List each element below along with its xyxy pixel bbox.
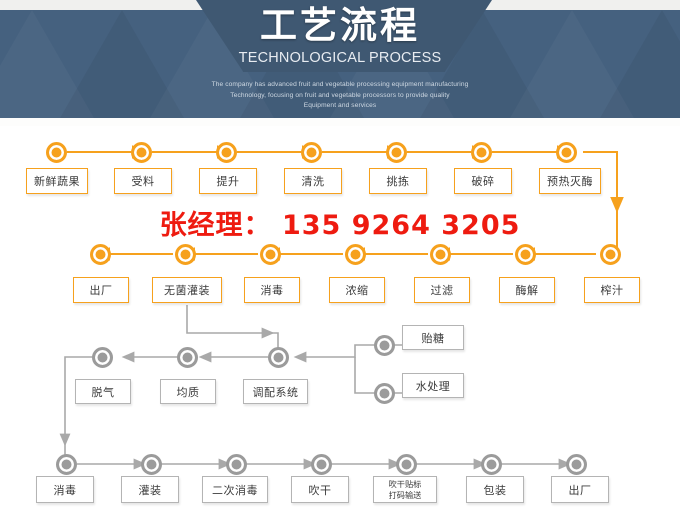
flow-node-row2-5[interactable] bbox=[430, 244, 451, 265]
flow-node-row4-1[interactable] bbox=[56, 454, 77, 475]
flow-node-row3-1[interactable] bbox=[92, 347, 113, 368]
flow-node-row2-4[interactable] bbox=[345, 244, 366, 265]
flow-box-blending-system[interactable]: 调配系统 bbox=[243, 379, 308, 404]
flow-box-sterilize-1[interactable]: 消毒 bbox=[244, 277, 300, 303]
flow-node-row4-3[interactable] bbox=[226, 454, 247, 475]
flow-box-sorting[interactable]: 挑拣 bbox=[369, 168, 427, 194]
banner-subtitle-line-2: Technology, focusing on fruit and vegeta… bbox=[230, 91, 450, 99]
flow-node-row2-2[interactable] bbox=[175, 244, 196, 265]
flow-box-aseptic-filling[interactable]: 无菌灌装 bbox=[152, 277, 222, 303]
flow-node-row4-6[interactable] bbox=[481, 454, 502, 475]
flow-box-juicing[interactable]: 榨汁 bbox=[584, 277, 640, 303]
banner-subtitle-line-3: Equipment and services bbox=[303, 102, 377, 109]
banner-triangle bbox=[60, 10, 184, 118]
page-title-en: TECHNOLOGICAL PROCESS bbox=[238, 50, 442, 66]
flow-box-preheat-enzyme-kill[interactable]: 预热灭酶 bbox=[539, 168, 601, 194]
banner-bottom-strip bbox=[0, 118, 680, 126]
flow-box-filtration[interactable]: 过滤 bbox=[414, 277, 470, 303]
flow-node-row1-3[interactable] bbox=[216, 142, 237, 163]
flow-box-crushing[interactable]: 破碎 bbox=[454, 168, 512, 194]
flow-box-fresh-produce[interactable]: 新鲜蔬果 bbox=[26, 168, 88, 194]
flow-node-branch-water[interactable] bbox=[374, 383, 395, 404]
flow-node-row1-6[interactable] bbox=[471, 142, 492, 163]
flow-node-row2-1[interactable] bbox=[90, 244, 111, 265]
banner-triangle bbox=[600, 10, 680, 118]
flow-node-row4-4[interactable] bbox=[311, 454, 332, 475]
flow-box-receiving[interactable]: 受料 bbox=[114, 168, 172, 194]
flow-node-row2-7[interactable] bbox=[600, 244, 621, 265]
flow-box-lifting[interactable]: 提升 bbox=[199, 168, 257, 194]
flow-box-degassing[interactable]: 脱气 bbox=[75, 379, 131, 404]
flow-box-filling[interactable]: 灌装 bbox=[121, 476, 179, 503]
flow-box-sugar-dissolving[interactable]: 贻糖 bbox=[402, 325, 464, 350]
flow-node-row1-5[interactable] bbox=[386, 142, 407, 163]
flow-node-row4-5[interactable] bbox=[396, 454, 417, 475]
page-title-cn: 工艺流程 bbox=[260, 4, 420, 47]
flow-node-row1-4[interactable] bbox=[301, 142, 322, 163]
flow-box-blow-dry[interactable]: 吹干 bbox=[291, 476, 349, 503]
flow-box-dry-label-line-1: 吹干贴标 bbox=[388, 478, 422, 489]
flow-box-enzymolysis[interactable]: 酶解 bbox=[499, 277, 555, 303]
flow-node-row2-3[interactable] bbox=[260, 244, 281, 265]
flow-node-row3-2[interactable] bbox=[177, 347, 198, 368]
flow-box-concentration[interactable]: 浓缩 bbox=[329, 277, 385, 303]
flow-node-row4-2[interactable] bbox=[141, 454, 162, 475]
flow-node-row1-7[interactable] bbox=[556, 142, 577, 163]
flow-box-sterilize-2[interactable]: 消毒 bbox=[36, 476, 94, 503]
header-banner bbox=[0, 10, 680, 118]
flow-node-row3-3[interactable] bbox=[268, 347, 289, 368]
flow-node-row2-6[interactable] bbox=[515, 244, 536, 265]
flow-node-row4-7[interactable] bbox=[566, 454, 587, 475]
flow-node-row1-2[interactable] bbox=[131, 142, 152, 163]
flow-box-packaging[interactable]: 包装 bbox=[466, 476, 524, 503]
flow-box-shipping-2[interactable]: 出厂 bbox=[551, 476, 609, 503]
banner-plaque-wrap: 工艺流程 TECHNOLOGICAL PROCESS The company h… bbox=[0, 0, 680, 126]
flow-box-dry-label-line-2: 打码输送 bbox=[388, 489, 422, 500]
flow-box-water-treatment[interactable]: 水处理 bbox=[402, 373, 464, 398]
flow-node-branch-sugar[interactable] bbox=[374, 335, 395, 356]
contact-phone-number: 张经理： 135 9264 3205 bbox=[159, 210, 521, 241]
banner-subtitle: The company has advanced fruit and veget… bbox=[0, 80, 680, 112]
flow-box-dry-label-code-convey[interactable]: 吹干贴标 打码输送 bbox=[373, 476, 437, 503]
banner-subtitle-line-1: The company has advanced fruit and veget… bbox=[211, 81, 469, 88]
flow-box-homogenization[interactable]: 均质 bbox=[160, 379, 216, 404]
flow-node-row1-1[interactable] bbox=[46, 142, 67, 163]
flow-box-washing[interactable]: 清洗 bbox=[284, 168, 342, 194]
flow-box-second-sterilize[interactable]: 二次消毒 bbox=[202, 476, 268, 503]
flow-box-shipping-1[interactable]: 出厂 bbox=[73, 277, 129, 303]
banner-plaque bbox=[196, 0, 492, 72]
